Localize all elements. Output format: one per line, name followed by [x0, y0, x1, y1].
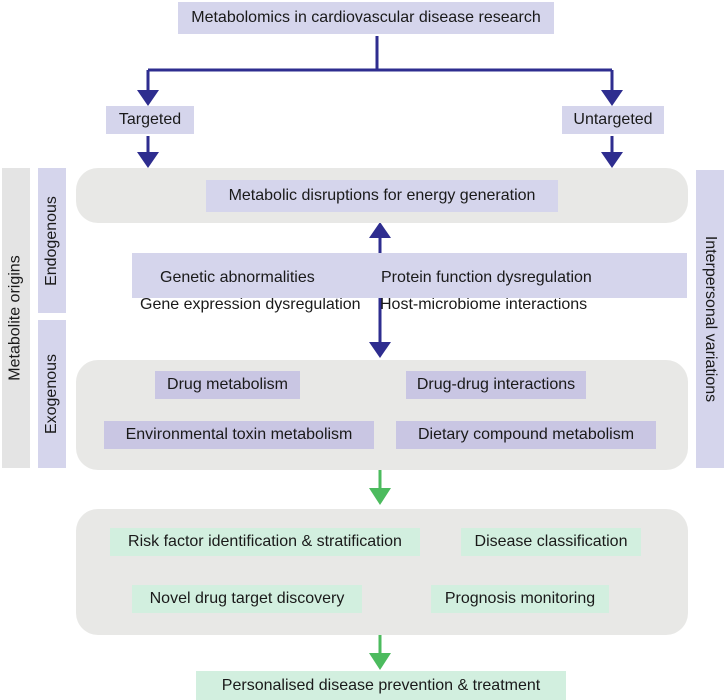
arrowhead-untargeted-down [601, 152, 623, 168]
arrowhead-up-energy [369, 222, 391, 238]
blue-arrowheads [137, 90, 623, 358]
title-box: Metabolomics in cardiovascular disease r… [178, 2, 554, 34]
dietary-compound-box: Dietary compound metabolism [396, 421, 656, 449]
drug-drug-interactions-box: Drug-drug interactions [406, 371, 586, 399]
arrowhead-down-exogenous [369, 342, 391, 358]
factor-host-microbiome: Host-microbiome interactions [380, 296, 588, 313]
arrowhead-untargeted [601, 90, 623, 106]
novel-drug-target-label: Novel drug target discovery [149, 590, 345, 607]
metabolite-origins-bar: Metabolite origins [2, 168, 30, 468]
dietary-compound-label: Dietary compound metabolism [417, 426, 635, 443]
prognosis-monitoring-label: Prognosis monitoring [444, 590, 596, 607]
green-arrows [369, 470, 391, 670]
environmental-toxin-box: Environmental toxin metabolism [104, 421, 374, 449]
risk-factor-label: Risk factor identification & stratificat… [128, 533, 402, 550]
interpersonal-variations-bar: Interpersonal variations [696, 170, 724, 468]
arrowhead-green-applications [369, 488, 391, 505]
drug-metabolism-box: Drug metabolism [155, 371, 300, 399]
endogenous-bar: Endogenous [38, 168, 66, 313]
exogenous-bar: Exogenous [38, 320, 66, 468]
untargeted-label: Untargeted [573, 111, 653, 128]
untargeted-box: Untargeted [562, 106, 664, 134]
interpersonal-variations-label: Interpersonal variations [702, 235, 719, 403]
page-title: Metabolomics in cardiovascular disease r… [191, 9, 541, 26]
environmental-toxin-label: Environmental toxin metabolism [125, 426, 353, 443]
arrowhead-targeted [137, 90, 159, 106]
energy-generation-label: Metabolic disruptions for energy generat… [228, 187, 536, 204]
endogenous-factors-box-extension [132, 290, 687, 298]
metabolite-origins-label: Metabolite origins [7, 255, 24, 381]
drug-drug-interactions-label: Drug-drug interactions [416, 376, 576, 393]
prognosis-monitoring-box: Prognosis monitoring [431, 585, 609, 613]
outcome-label: Personalised disease prevention & treatm… [221, 676, 541, 694]
disease-classification-label: Disease classification [474, 533, 628, 550]
factor-gene-expression: Gene expression dysregulation [140, 296, 361, 313]
disease-classification-box: Disease classification [461, 528, 641, 556]
endogenous-label: Endogenous [43, 195, 61, 286]
energy-generation-box: Metabolic disruptions for energy generat… [206, 180, 558, 212]
outcome-box: Personalised disease prevention & treatm… [196, 671, 566, 700]
factor-genetic: Genetic abnormalities [160, 269, 315, 286]
arrowhead-green-outcome [369, 653, 391, 670]
risk-factor-box: Risk factor identification & stratificat… [110, 528, 420, 556]
arrowhead-targeted-down [137, 152, 159, 168]
exogenous-label: Exogenous [43, 353, 60, 435]
novel-drug-target-box: Novel drug target discovery [132, 585, 362, 613]
targeted-box: Targeted [106, 106, 194, 134]
factor-protein: Protein function dysregulation [381, 269, 592, 286]
tree-connector [146, 36, 614, 342]
targeted-label: Targeted [118, 111, 182, 128]
drug-metabolism-label: Drug metabolism [167, 376, 288, 393]
